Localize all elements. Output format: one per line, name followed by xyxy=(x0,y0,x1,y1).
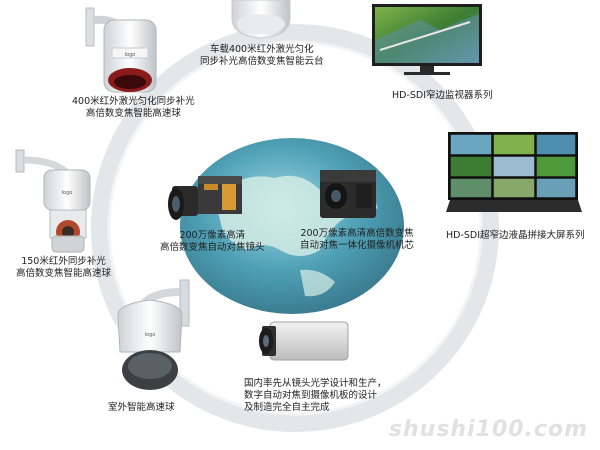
label-line: 同步补光高倍数变焦智能云台 xyxy=(200,56,324,67)
ring-inner-edge xyxy=(107,40,483,416)
label-line: 高倍数变焦智能高速球 xyxy=(85,108,181,119)
label-vehicle-pan-tilt: 车载400米红外激光匀化 同步补光高倍数变焦智能云台 xyxy=(200,44,324,68)
label-camera-core: 200万像素高清高倍数变焦 自动对焦一体化摄像机机芯 xyxy=(300,228,414,252)
ring xyxy=(91,24,499,432)
label-outdoor-dome: 室外智能高速球 xyxy=(108,402,175,414)
ir400-speed-dome: logo xyxy=(85,7,157,93)
label-line: 高倍数变焦自动对焦镜头 xyxy=(160,242,265,253)
label-line: HD-SDI超窄边液晶拼接大屏系列 xyxy=(446,230,585,241)
label-line: HD-SDI窄边监视器系列 xyxy=(392,90,493,101)
svg-text:logo: logo xyxy=(145,332,156,338)
label-line: 国内率先从镜头光学设计和生产， xyxy=(244,378,387,389)
lens-module xyxy=(168,176,242,220)
globe xyxy=(180,138,404,314)
label-line: 及制造完全自主完成 xyxy=(244,402,330,413)
label-ir400-dome: 400米红外激光匀化同步补光 高倍数变焦智能高速球 xyxy=(72,96,195,120)
label-video-wall: HD-SDI超窄边液晶拼接大屏系列 xyxy=(446,230,585,242)
label-line: 400米红外激光匀化同步补光 xyxy=(72,96,195,107)
svg-text:logo: logo xyxy=(62,190,73,196)
hd-sdi-monitor xyxy=(372,4,482,75)
label-line: 车载400米红外激光匀化 xyxy=(209,44,314,55)
label-line: 200万像素高清高倍数变焦 xyxy=(300,228,414,239)
label-line: 数字自动对焦到摄像机板的设计 xyxy=(244,390,378,401)
camera-core-module xyxy=(320,170,376,218)
box-camera xyxy=(259,321,349,361)
label-ir150-dome: 150米红外同步补光 高倍数变焦智能高速球 xyxy=(16,256,111,280)
lcd-splicing-video-wall xyxy=(446,132,582,212)
label-line: 自动对焦一体化摄像机机芯 xyxy=(300,240,415,251)
vehicle-pan-tilt-dome xyxy=(231,0,291,39)
label-box-camera: 国内率先从镜头光学设计和生产， 数字自动对焦到摄像机板的设计 及制造完全自主完成 xyxy=(244,378,387,414)
ir150-speed-dome: logo xyxy=(15,149,91,253)
svg-text:logo: logo xyxy=(125,52,136,58)
label-lens-module: 200万像素高清 高倍数变焦自动对焦镜头 xyxy=(160,230,265,254)
outdoor-speed-dome: logo xyxy=(117,279,190,390)
label-line: 高倍数变焦智能高速球 xyxy=(16,268,112,279)
label-line: 150米红外同步补光 xyxy=(21,256,106,267)
label-line: 200万像素高清 xyxy=(179,230,246,241)
label-line: 室外智能高速球 xyxy=(108,402,175,413)
label-monitor: HD-SDI窄边监视器系列 xyxy=(392,90,493,102)
watermark: shushi100.com xyxy=(388,417,588,442)
